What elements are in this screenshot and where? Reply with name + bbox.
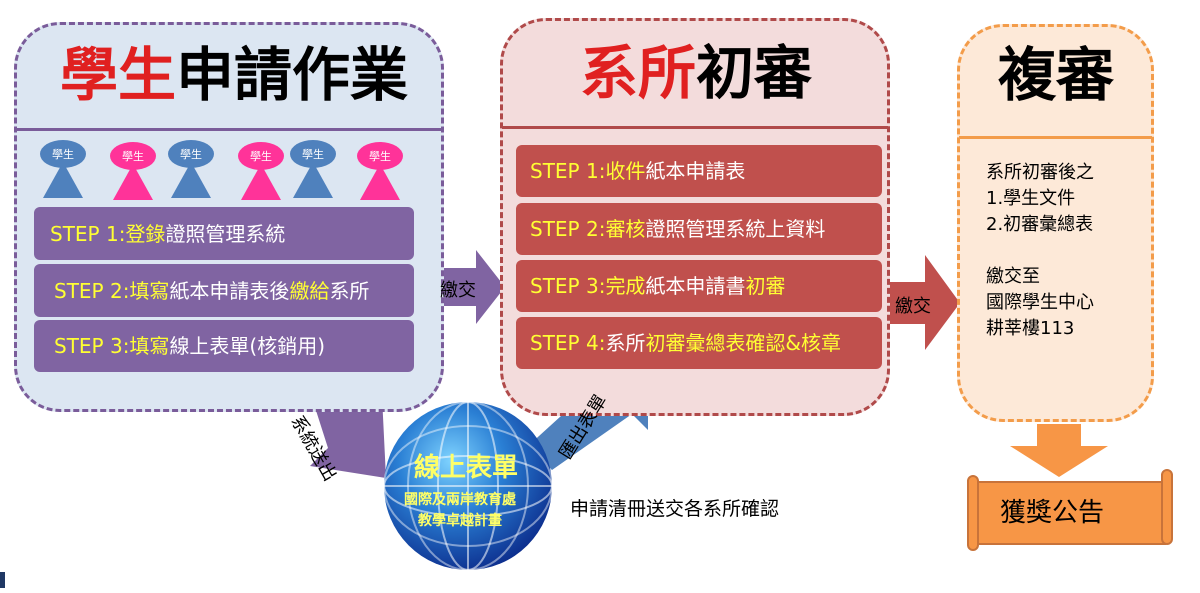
submit-arrow-1: [436, 250, 505, 324]
step-text: 系所: [605, 331, 646, 355]
review-title: 複審: [998, 41, 1115, 109]
step-prefix: STEP 3:: [530, 274, 606, 298]
dept-title: 系所初審: [580, 39, 813, 107]
dept-divider: [502, 126, 888, 129]
review-note-line: [986, 238, 1094, 264]
submit-arrow-2: [890, 255, 960, 350]
dept-step-4: STEP 4:系所初審彙總表確認&核章: [516, 317, 882, 369]
dept-step-2: STEP 2:審核證照管理系統上資料: [516, 203, 882, 255]
dept-step-1: STEP 1:收件紙本申請表: [516, 145, 882, 197]
student-figure: 學生: [290, 140, 336, 200]
step-text: 初審彙總表確認&核章: [645, 331, 842, 355]
step-prefix: STEP 3:: [54, 334, 130, 358]
step-prefix: STEP 2:: [54, 278, 130, 303]
step-text: 紙本申請表: [645, 159, 746, 183]
review-notes: 系所初審後之 1.學生文件 2.初審彙總表繳交至國際學生中心耕莘樓113: [986, 160, 1094, 342]
globe-icon: [383, 401, 553, 571]
student-title: 學生申請作業: [60, 41, 409, 109]
corner-mark: [0, 572, 5, 588]
step-text: 收件: [605, 159, 646, 183]
review-note-line: 繳交至: [986, 266, 1040, 287]
student-step-2: STEP 2:填寫紙本申請表後繳給系所: [34, 264, 414, 317]
student-figure: 學生: [40, 140, 86, 200]
review-note-line: 國際學生中心: [986, 292, 1094, 313]
step-text: 初審: [745, 274, 786, 298]
review-note-line: 2.初審彙總表: [986, 214, 1094, 235]
student-step-3: STEP 3:填寫線上表單(核銷用): [34, 320, 414, 372]
step-text: 繳給: [289, 278, 330, 303]
review-divider: [959, 136, 1152, 139]
student-figure: 學生: [110, 142, 156, 202]
step-prefix: STEP 1:: [50, 221, 126, 246]
student-figure: 學生: [238, 142, 284, 202]
step-text: 審核: [605, 217, 646, 241]
student-figure: 學生: [357, 142, 403, 202]
globe-line2: 教學卓越計畫: [418, 513, 502, 529]
student-divider: [16, 128, 442, 131]
step-text: 登錄: [125, 221, 166, 246]
step-text: 紙本申請表後: [169, 278, 290, 303]
review-note-line: 耕莘樓113: [986, 318, 1075, 339]
student-figure: 學生: [168, 140, 214, 200]
step-text: 完成: [605, 274, 646, 298]
step-text: 線上表單(核銷用): [169, 334, 326, 358]
step-text: 填寫: [129, 278, 170, 303]
submit-label-2: 繳交: [895, 296, 931, 317]
dept-step-3: STEP 3:完成紙本申請書初審: [516, 260, 882, 312]
step-text: 填寫: [129, 334, 170, 358]
down-arrow: [1010, 424, 1108, 477]
student-step-1: STEP 1:登錄證照管理系統: [34, 207, 414, 260]
review-note-line: 1.學生文件: [986, 188, 1076, 209]
step-prefix: STEP 2:: [530, 217, 606, 241]
review-note-line: 系所初審後之: [986, 162, 1094, 183]
globe-line1: 國際及兩岸教育處: [404, 492, 516, 508]
submit-label-1: 繳交: [440, 280, 476, 301]
caption: 申請清冊送交各系所確認: [570, 498, 780, 520]
step-text: 紙本申請書: [645, 274, 746, 298]
globe-title: 線上表單: [414, 453, 519, 483]
step-text: 證照管理系統上資料: [645, 217, 826, 241]
step-prefix: STEP 1:: [530, 159, 606, 183]
step-prefix: STEP 4:: [530, 331, 606, 355]
award-label: 獲獎公告: [1000, 498, 1105, 528]
review-panel: [957, 24, 1154, 422]
step-text: 證照管理系統: [165, 221, 286, 246]
award-scroll: [967, 469, 1173, 551]
step-text: 系所: [329, 278, 370, 303]
